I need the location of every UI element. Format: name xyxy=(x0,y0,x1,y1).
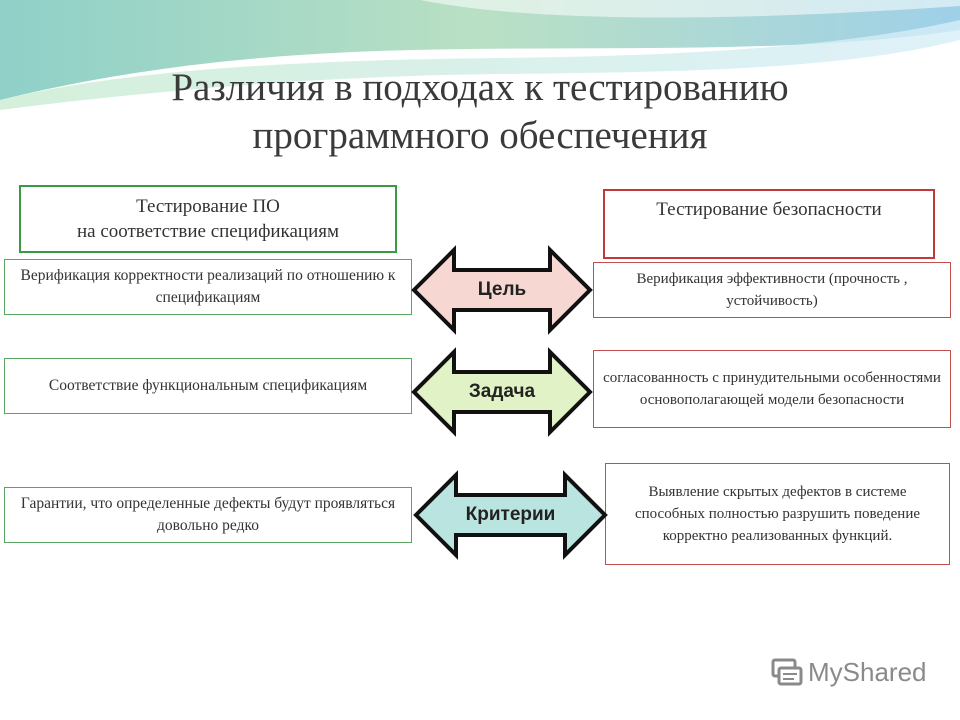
row-goal-left-box: Верификация корректности реализаций по о… xyxy=(4,259,412,315)
watermark-text: MyShared xyxy=(808,656,927,687)
row-task-left-box: Соответствие функциональным спецификация… xyxy=(4,358,412,414)
criteria-double-arrow xyxy=(413,470,608,560)
myshared-logo-icon xyxy=(771,658,803,686)
slide-title: Различия в подходах к тестированию прогр… xyxy=(171,66,789,157)
right-header-box: Тестирование безопасности xyxy=(603,189,935,259)
row-criteria-left-box: Гарантии, что определенные дефекты будут… xyxy=(4,487,412,543)
left-header-box: Тестирование ПО на соответствие специфик… xyxy=(19,185,397,253)
task-label: Задача xyxy=(468,381,536,402)
goal-double-arrow xyxy=(411,245,593,335)
goal-label: Цель xyxy=(477,279,527,300)
row-goal-right-box: Верификация эффективности (прочность , у… xyxy=(593,262,951,318)
criteria-label: Критерии xyxy=(465,504,556,525)
row-criteria-right-box: Выявление скрытых дефектов в системе спо… xyxy=(605,463,950,565)
row-task-right-box: согласованность с принудительными особен… xyxy=(593,350,951,428)
watermark-logo: MyShared xyxy=(770,655,927,689)
task-double-arrow xyxy=(411,347,593,437)
header-decoration xyxy=(0,0,960,110)
